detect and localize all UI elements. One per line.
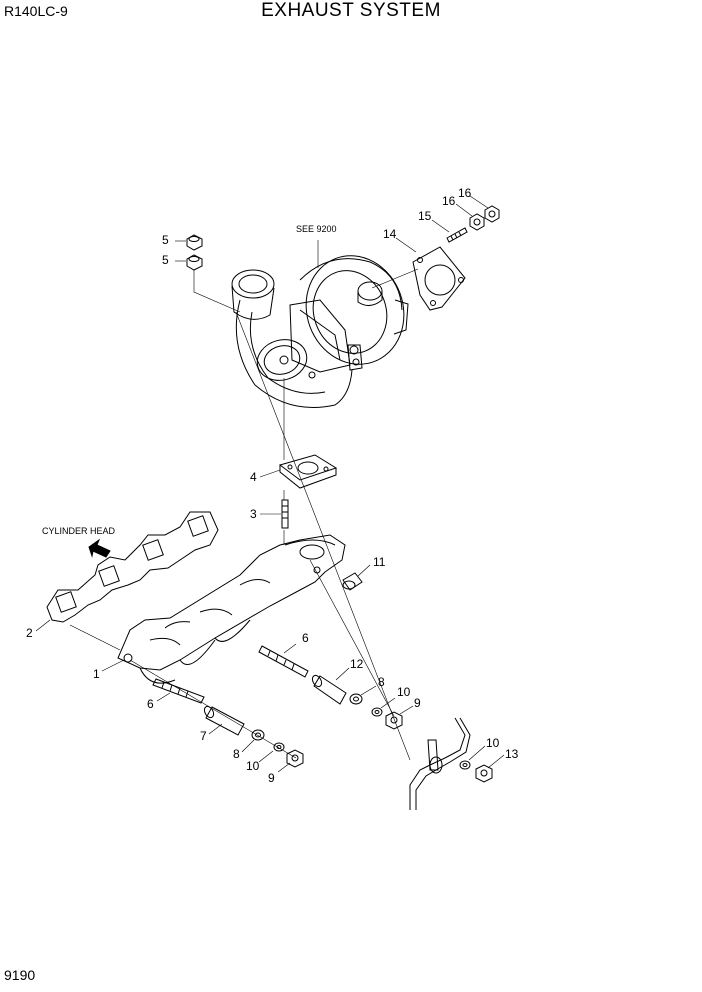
pipe-bracket [409,717,471,810]
plug-11 [342,572,363,591]
nut-5 [186,234,203,251]
nut-16 [484,205,500,223]
callout-8: 8 [378,675,385,689]
callout-9: 9 [414,696,421,710]
callout-2: 2 [26,626,33,640]
leader-lines [35,195,505,773]
callout-7: 7 [200,729,207,743]
cylinder-head-arrow-icon [88,538,111,558]
stud-6 [258,645,309,678]
callout-6: 6 [147,697,154,711]
callout-1: 1 [93,667,100,681]
see-reference-note: SEE 9200 [296,224,337,234]
nut-13 [475,764,493,783]
callout-14: 14 [383,227,397,241]
callout-10: 10 [246,759,260,773]
callout-16: 16 [458,186,472,200]
callout-11: 11 [373,555,386,569]
turbocharger [231,255,409,408]
stud-3 [281,499,289,529]
callout-4: 4 [250,470,257,484]
callout-15: 15 [418,209,432,223]
exhaust-manifold-1 [117,534,346,684]
callout-3: 3 [250,507,257,521]
washer-10 [371,707,383,717]
page-title: EXHAUST SYSTEM [261,0,441,21]
page-number: 9190 [4,967,36,983]
model-code: R140LC-9 [4,3,68,19]
spacer-12 [311,674,347,705]
washer-10 [459,760,471,770]
washer-8 [349,693,363,705]
stud-15 [446,227,468,243]
callout-9: 9 [268,771,275,785]
nut-5 [186,254,203,271]
cylinder-head-note: CYLINDER HEAD [42,526,116,536]
nut-9 [286,749,304,768]
callout-12: 12 [350,657,364,671]
callout-10: 10 [397,685,411,699]
washer-8 [251,729,265,741]
nut-9 [385,711,403,730]
callout-16: 16 [442,194,456,208]
callout-6: 6 [302,631,309,645]
callout-10: 10 [486,736,500,750]
nut-16 [469,213,485,231]
callout-8: 8 [233,747,240,761]
gasket-4 [278,454,338,489]
gasket-14 [412,246,466,311]
callout-13: 13 [505,747,519,761]
spacer-7 [203,705,245,736]
manifold-gasket-2 [46,511,219,623]
callout-5: 5 [162,253,169,267]
callout-5: 5 [162,233,169,247]
